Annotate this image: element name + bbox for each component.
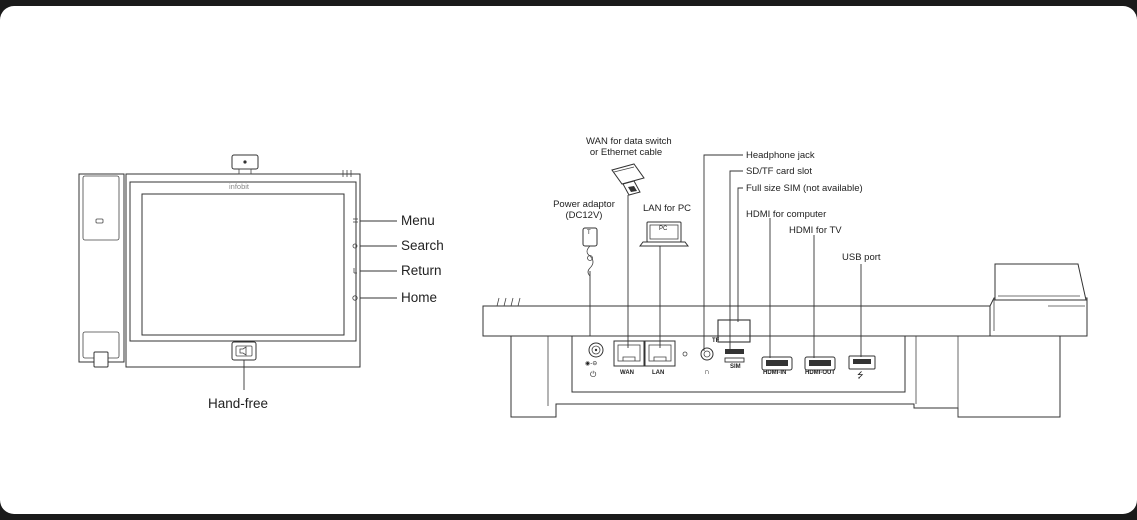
- ethernet-cable-icon: [611, 163, 645, 196]
- wan-port-label: WAN: [620, 370, 634, 376]
- headphone-label: Headphone jack: [746, 150, 815, 161]
- handset: [78, 173, 125, 363]
- hand-free-label: Hand-free: [208, 396, 269, 411]
- tf-port-label: TF: [712, 338, 720, 344]
- lan-pc-label: LAN for PC: [643, 203, 692, 214]
- laptop-screen-text: PC: [659, 226, 668, 232]
- touch-screen: [141, 193, 345, 336]
- sim-port-label: SIM: [730, 364, 741, 370]
- power-label-line1: Power adaptor: [553, 199, 615, 210]
- home-label: Home: [401, 290, 438, 305]
- power-label-line2: (DC12V): [565, 210, 603, 221]
- laptop-icon: [639, 221, 689, 247]
- adaptor-mark: T: [587, 230, 591, 236]
- lan-port-label: LAN: [652, 370, 665, 376]
- headphone-symbol-icon: ∩: [704, 367, 710, 376]
- return-label: Return: [401, 263, 442, 278]
- usb-symbol-icon: ⭍: [857, 371, 864, 380]
- device-drawing: [78, 154, 1088, 418]
- sim-full-label: Full size SIM (not available): [746, 183, 863, 194]
- sdtf-label: SD/TF card slot: [746, 166, 812, 177]
- usb-label: USB port: [842, 252, 881, 263]
- diagram-canvas: infobit Menu Search Return Home Hand-fre…: [0, 6, 1137, 514]
- power-symbol: ⏻: [590, 370, 597, 379]
- wan-label-line1: WAN for data switch: [586, 136, 672, 147]
- menu-label: Menu: [401, 213, 435, 228]
- brand-logo: infobit: [229, 182, 250, 191]
- wan-label-line2: or Ethernet cable: [589, 147, 663, 158]
- hdmi-in-port-label: HDMI-IN: [763, 370, 787, 376]
- front-view-phone: [78, 154, 397, 390]
- hdmi-tv-label: HDMI for TV: [789, 225, 842, 236]
- headphone-port: [700, 347, 714, 361]
- rear-view-phone: [482, 154, 1088, 418]
- search-label: Search: [401, 238, 444, 253]
- dc-symbol: ◉-⊖: [585, 361, 598, 367]
- hdmi-computer-label: HDMI for computer: [746, 209, 827, 220]
- power-adaptor-icon: [582, 227, 598, 277]
- hdmi-out-port-label: HDMI-OUT: [805, 370, 835, 376]
- sd-sim-slot: [717, 319, 751, 343]
